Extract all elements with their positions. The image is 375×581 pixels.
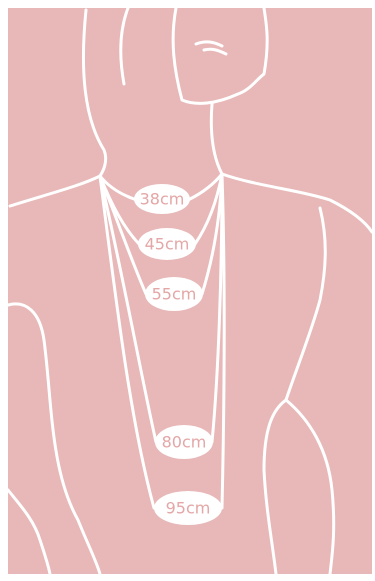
label-95cm-text: 95cm — [166, 499, 211, 518]
label-80cm-text: 80cm — [162, 433, 207, 452]
label-45cm-text: 45cm — [145, 235, 190, 254]
label-45cm: 45cm — [138, 228, 196, 260]
label-38cm: 38cm — [134, 184, 190, 214]
label-95cm: 95cm — [154, 491, 222, 525]
label-80cm: 80cm — [155, 425, 213, 459]
label-38cm-text: 38cm — [140, 190, 185, 209]
label-55cm-text: 55cm — [152, 285, 197, 304]
label-55cm: 55cm — [145, 277, 203, 311]
